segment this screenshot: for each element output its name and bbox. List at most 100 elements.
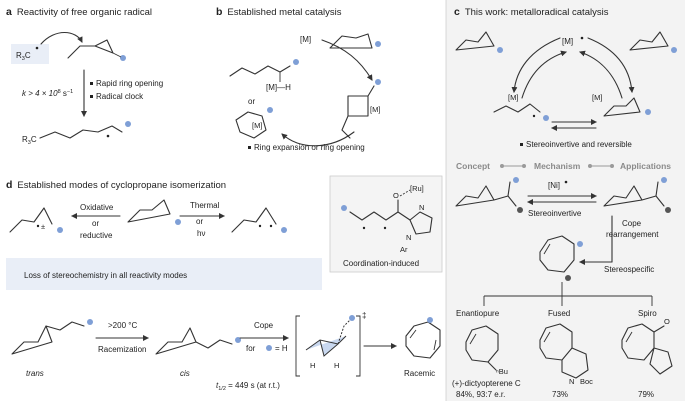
product1-name: (+)-dictyopterene C — [452, 379, 521, 388]
ts-bracket-left — [295, 315, 300, 377]
metallacycle-right-label: [M] — [370, 105, 380, 114]
rate-constant: k > 4 × 108 s−1 — [22, 89, 73, 98]
arrow-to-products — [281, 131, 355, 147]
cycle-arrow-left-up — [521, 50, 567, 99]
product3-yield: 79% — [638, 390, 654, 399]
cycle-arrow-left-down — [511, 37, 561, 93]
panel-d-title: Established modes of cyclopropane isomer… — [17, 180, 226, 191]
trans-vcp-right — [629, 31, 669, 51]
ar-label: Ar — [400, 245, 408, 254]
n1-label: N — [419, 203, 424, 212]
diene-product — [229, 65, 291, 77]
cycloheptadiene-product — [539, 235, 575, 273]
coordination-label: Coordination-induced — [343, 259, 419, 268]
panel-a-letter: a — [6, 6, 12, 18]
n2-label: N — [406, 233, 411, 242]
trans-label: trans — [26, 369, 44, 378]
metallacycle-left-label: [M] — [252, 121, 262, 130]
ru-label: [Ru] — [410, 184, 424, 193]
metalloradical-catalyst: [M] — [562, 37, 573, 46]
panel-d-letter: d — [6, 179, 12, 191]
catalytic-arrow-top — [321, 39, 373, 81]
reductive-label: reductive — [80, 231, 113, 240]
or-label-2: or — [196, 217, 203, 226]
cycle-arrow-right-up — [579, 50, 623, 99]
radical-ion — [9, 207, 53, 233]
metal-catalyst: [M] — [300, 35, 311, 44]
vinylcyclopropane-d — [127, 199, 171, 223]
ts-dagger: ‡ — [362, 311, 366, 320]
ts-bracket-right — [356, 315, 361, 377]
trans-diene — [11, 321, 85, 355]
half-life-label: t1/2 = 449 s (at r.t.) — [216, 381, 280, 392]
trisubstituted-vcp-right — [603, 181, 665, 207]
substituent-dot — [120, 55, 126, 61]
cis-diene — [155, 327, 233, 355]
butyl-label: ⁿBu — [496, 367, 508, 376]
cycloheptadiene-racemic — [405, 321, 441, 359]
rearrangement-label: rearrangement — [606, 230, 659, 239]
enantiopure-label: Enantiopure — [456, 309, 500, 318]
ts-h-right: H — [334, 361, 339, 370]
boc-label: Boc — [580, 377, 593, 386]
metallacyclohexene — [235, 111, 267, 139]
intermediate-right — [603, 97, 641, 117]
ketone-oxygen: O — [664, 317, 670, 326]
fused-bicycle — [539, 323, 589, 379]
product2-yield: 73% — [552, 390, 568, 399]
hv-label: hν — [197, 229, 205, 238]
cycle-arrow-right-down — [587, 37, 635, 93]
electron-push-arrow — [40, 31, 83, 45]
or-label-1: or — [92, 219, 99, 228]
product1-yield: 84%, 93:7 e.r. — [456, 390, 505, 399]
vinylcyclopropane-a — [67, 39, 114, 59]
panel-b-title: Established metal catalysis — [227, 7, 341, 18]
imidazole — [409, 211, 433, 235]
panel-b: b Established metal catalysis [M] [M]—H o… — [216, 6, 381, 152]
racemic-label: Racemic — [404, 369, 435, 378]
metallacyclobutane — [341, 85, 375, 139]
bullet-radical-clock: Radical clock — [96, 92, 144, 101]
oxidative-label: Oxidative — [80, 203, 114, 212]
cis-label: cis — [180, 369, 190, 378]
applications-label: Applications — [620, 161, 671, 171]
bullet-ring-expansion: Ring expansion or ring opening — [254, 143, 365, 152]
coordination-box — [329, 175, 443, 273]
intermediate-left — [493, 103, 541, 113]
carbonyl-o: O — [393, 191, 399, 200]
ru-complex — [349, 199, 411, 221]
bullet-stereoinvertive: Stereoinvertive and reversible — [526, 140, 632, 149]
svg-text:±: ± — [41, 222, 45, 231]
temperature-label: >200 °C — [108, 321, 137, 330]
panel-a-reagent: R3C — [16, 51, 31, 62]
panel-a-product: R3C — [22, 135, 37, 146]
boc-nitrogen: N — [569, 377, 574, 386]
transition-state — [305, 335, 347, 357]
bullet-rapid-ring-opening: Rapid ring opening — [96, 79, 163, 88]
thermal-label: Thermal — [190, 201, 220, 210]
intermediate-right-label: [M] — [592, 93, 602, 102]
for-label: for — [246, 344, 256, 353]
trans-vcp-left — [455, 31, 495, 51]
cope-label-c: Cope — [622, 219, 642, 228]
dictyopterene-c — [465, 325, 499, 363]
radical-dot — [35, 46, 39, 50]
or-label: or — [248, 97, 255, 106]
diradical — [231, 207, 277, 233]
metal-hydride: [M]—H — [266, 83, 291, 92]
stereospecific-label: Stereospecific — [604, 265, 654, 274]
racemization-label: Racemization — [98, 345, 146, 354]
ring-opened-chain — [39, 125, 123, 139]
panel-a-title: Reactivity of free organic radical — [17, 7, 152, 18]
panel-a-reagent-box — [11, 44, 49, 64]
spiro-ketone — [621, 323, 673, 375]
loss-text: Loss of stereochemistry in all reactivit… — [24, 271, 187, 280]
panel-b-letter: b — [216, 6, 222, 18]
